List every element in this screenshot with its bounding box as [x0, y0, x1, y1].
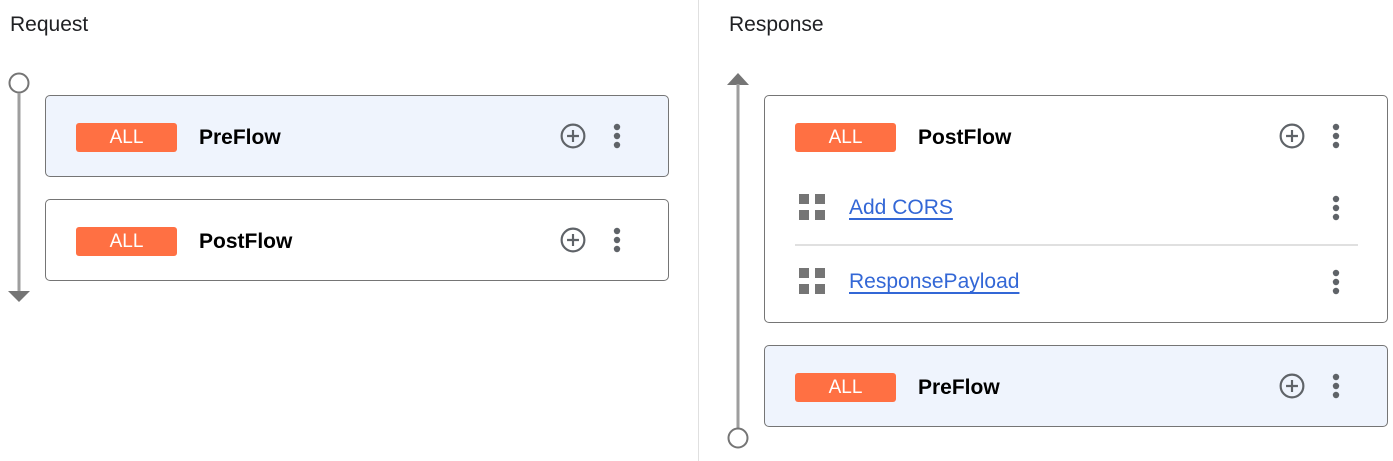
method-badge: ALL: [795, 123, 896, 152]
more-vert-icon[interactable]: [1332, 373, 1340, 399]
response-title: Response: [729, 13, 824, 36]
add-step-plus-circle-icon[interactable]: [560, 123, 586, 149]
request-postflow-card[interactable]: ALL PostFlow: [45, 199, 669, 281]
flow-title: PostFlow: [918, 126, 1012, 149]
step-link-add-cors[interactable]: Add CORS: [849, 196, 953, 219]
more-vert-icon[interactable]: [1332, 123, 1340, 149]
more-vert-icon[interactable]: [613, 227, 621, 253]
add-step-plus-circle-icon[interactable]: [1279, 123, 1305, 149]
panel-divider: [698, 0, 699, 461]
more-vert-icon[interactable]: [1332, 195, 1340, 221]
method-badge: ALL: [76, 123, 177, 152]
more-vert-icon[interactable]: [613, 123, 621, 149]
more-vert-icon[interactable]: [1332, 269, 1340, 295]
method-badge: ALL: [76, 227, 177, 256]
method-badge: ALL: [795, 373, 896, 402]
flow-title: PostFlow: [199, 230, 293, 253]
request-preflow-card[interactable]: ALL PreFlow: [45, 95, 669, 177]
add-step-plus-circle-icon[interactable]: [1279, 373, 1305, 399]
flow-title: PreFlow: [199, 126, 281, 149]
step-divider: [795, 244, 1358, 246]
response-timeline: [727, 73, 749, 449]
response-preflow-card[interactable]: ALL PreFlow: [764, 345, 1388, 427]
add-step-plus-circle-icon[interactable]: [560, 227, 586, 253]
policy-grid-icon: [799, 268, 825, 294]
flow-title: PreFlow: [918, 376, 1000, 399]
response-postflow-card[interactable]: ALL PostFlow Add CORS ResponsePayload: [764, 95, 1388, 323]
request-timeline: [8, 72, 30, 302]
request-title: Request: [10, 13, 89, 36]
step-link-response-payload[interactable]: ResponsePayload: [849, 270, 1020, 293]
policy-grid-icon: [799, 194, 825, 220]
